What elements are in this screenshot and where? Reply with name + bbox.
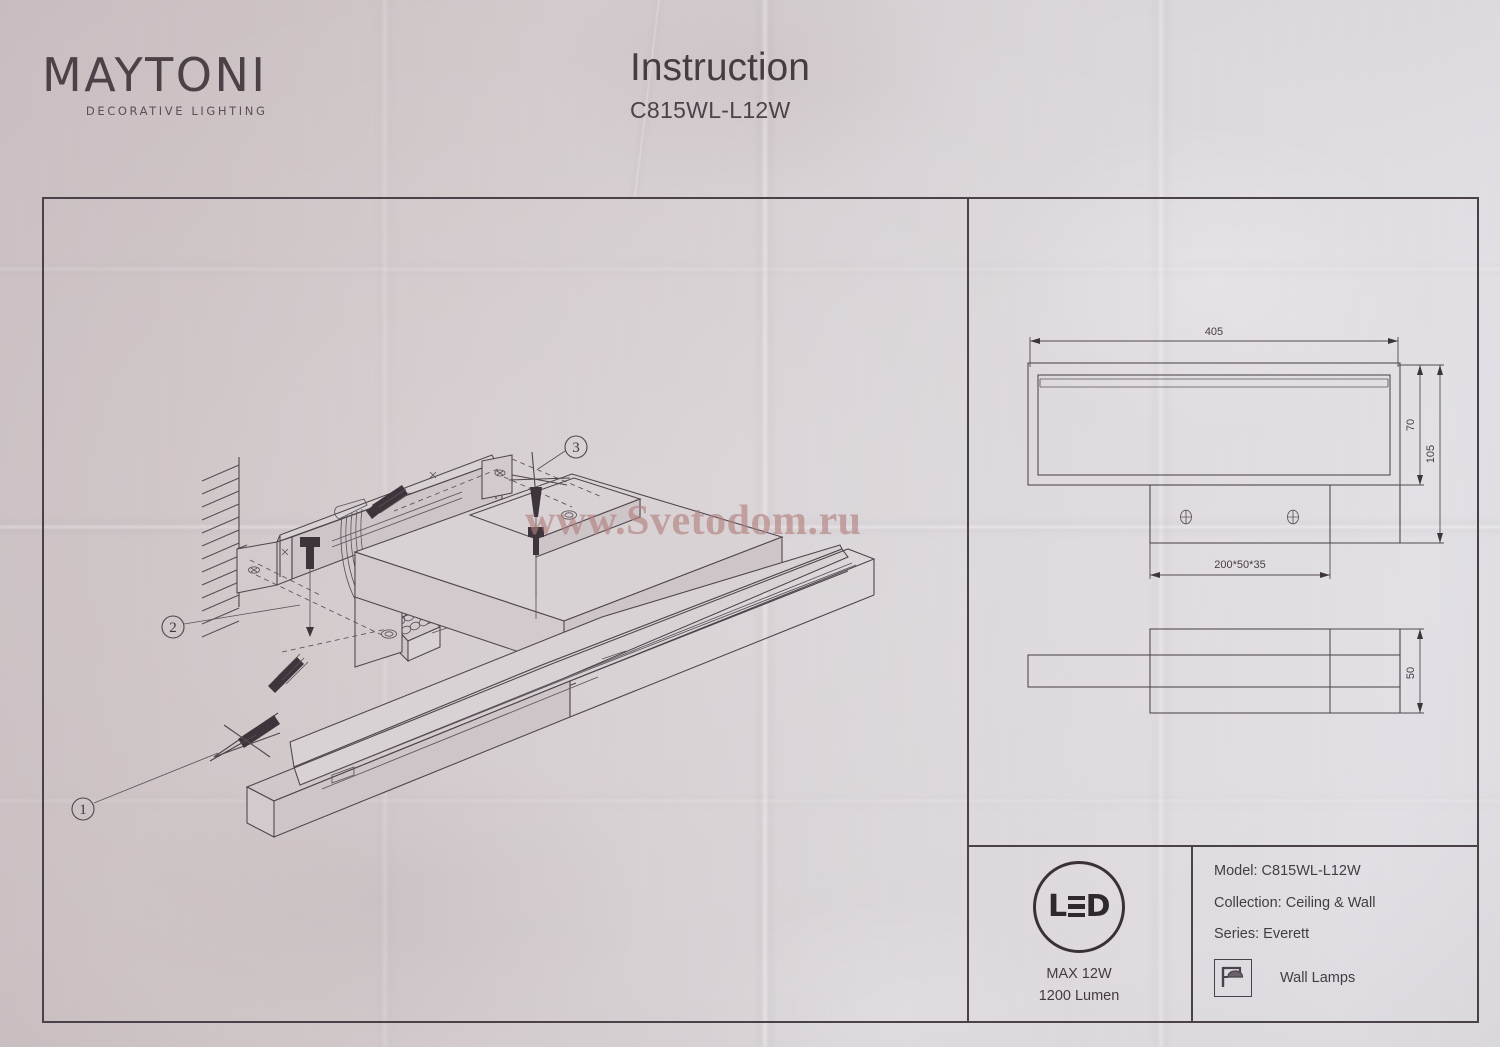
led-logo-text: L D (1047, 888, 1111, 924)
reference-marks (281, 471, 437, 556)
screw-1 (268, 653, 309, 693)
frame-led-spec-divider (1191, 845, 1193, 1022)
wall-hatching (201, 457, 240, 638)
tool-screwdriver-1 (209, 712, 281, 762)
frame-spec-divider (967, 845, 1478, 847)
dimension-height-105: 105 (1400, 364, 1444, 544)
callout-3-number: 3 (572, 440, 580, 456)
callout-3: 3 (537, 435, 588, 470)
wall-lamp-icon (1214, 958, 1252, 997)
brand-tagline: DECORATIVE LIGHTING (85, 104, 268, 118)
led-letter-l: L (1047, 888, 1067, 924)
plan-view (1027, 628, 1401, 714)
page-title: Instruction (630, 46, 810, 89)
brand-logo: MAYTONI DECORATIVE LIGHTING (42, 52, 267, 118)
model-code: C815WL-L12W (630, 96, 791, 123)
led-max-power: MAX 12W (1046, 965, 1112, 982)
frame-left-border (42, 197, 44, 1022)
dimension-bracket-label: 200*50*35 (1214, 559, 1265, 571)
dimension-70-label: 70 (1405, 419, 1417, 431)
led-luminous-flux: 1200 Lumen (1038, 988, 1120, 1004)
spec-model: Model: C815WL-L12W (1214, 863, 1361, 879)
frame-top-border (42, 197, 1479, 199)
callout-2-number: 2 (169, 620, 177, 636)
fold-crease-vertical-2 (1148, 0, 1174, 1047)
led-letter-e-icon (1067, 895, 1085, 918)
callout-2: 2 (161, 604, 301, 639)
fold-crease-horizontal-2 (0, 258, 1500, 280)
screw-2 (300, 537, 320, 637)
assembly-diagram: N G L (71, 435, 876, 838)
callout-1-number: 1 (79, 802, 87, 818)
front-elevation-view (1027, 362, 1401, 544)
frame-center-divider (967, 197, 969, 1022)
dimension-50-label: 50 (1405, 667, 1417, 679)
screw-3 (528, 527, 544, 619)
led-channel-body (245, 544, 876, 838)
dimension-105-label: 105 (1425, 445, 1437, 463)
dimension-width-405: 405 (1029, 326, 1399, 367)
led-logo-circle: L D (1033, 860, 1125, 953)
dimension-405-label: 405 (1205, 326, 1223, 338)
spec-series: Series: Everett (1214, 926, 1310, 942)
specification-cell: Model: C815WL-L12W Collection: Ceiling &… (1192, 846, 1478, 1022)
brand-name: MAYTONI (42, 48, 268, 102)
technical-drawings: 405 70 105 200*50*35 (1027, 326, 1444, 714)
screw-stud-bracket (366, 485, 411, 519)
callout-1: 1 (71, 752, 219, 821)
title-block: Instruction C815WL-L12W (630, 46, 810, 124)
frame-bottom-border (42, 1021, 1479, 1023)
spec-collection: Collection: Ceiling & Wall (1214, 894, 1376, 911)
led-letter-d: D (1085, 888, 1111, 924)
dimension-bracket: 200*50*35 (1149, 543, 1331, 579)
category-label: Wall Lamps (1280, 969, 1356, 986)
dimension-height-70: 70 (1398, 364, 1424, 486)
led-badge-cell: L D MAX 12W 1200 Lumen (968, 846, 1190, 1022)
category-row: Wall Lamps (1214, 958, 1478, 997)
dimension-depth-50: 50 (1400, 628, 1424, 714)
frame-right-border (1477, 197, 1479, 1022)
fold-crease-vertical-1 (752, 0, 778, 1047)
mount-screw-holes (1180, 509, 1299, 525)
